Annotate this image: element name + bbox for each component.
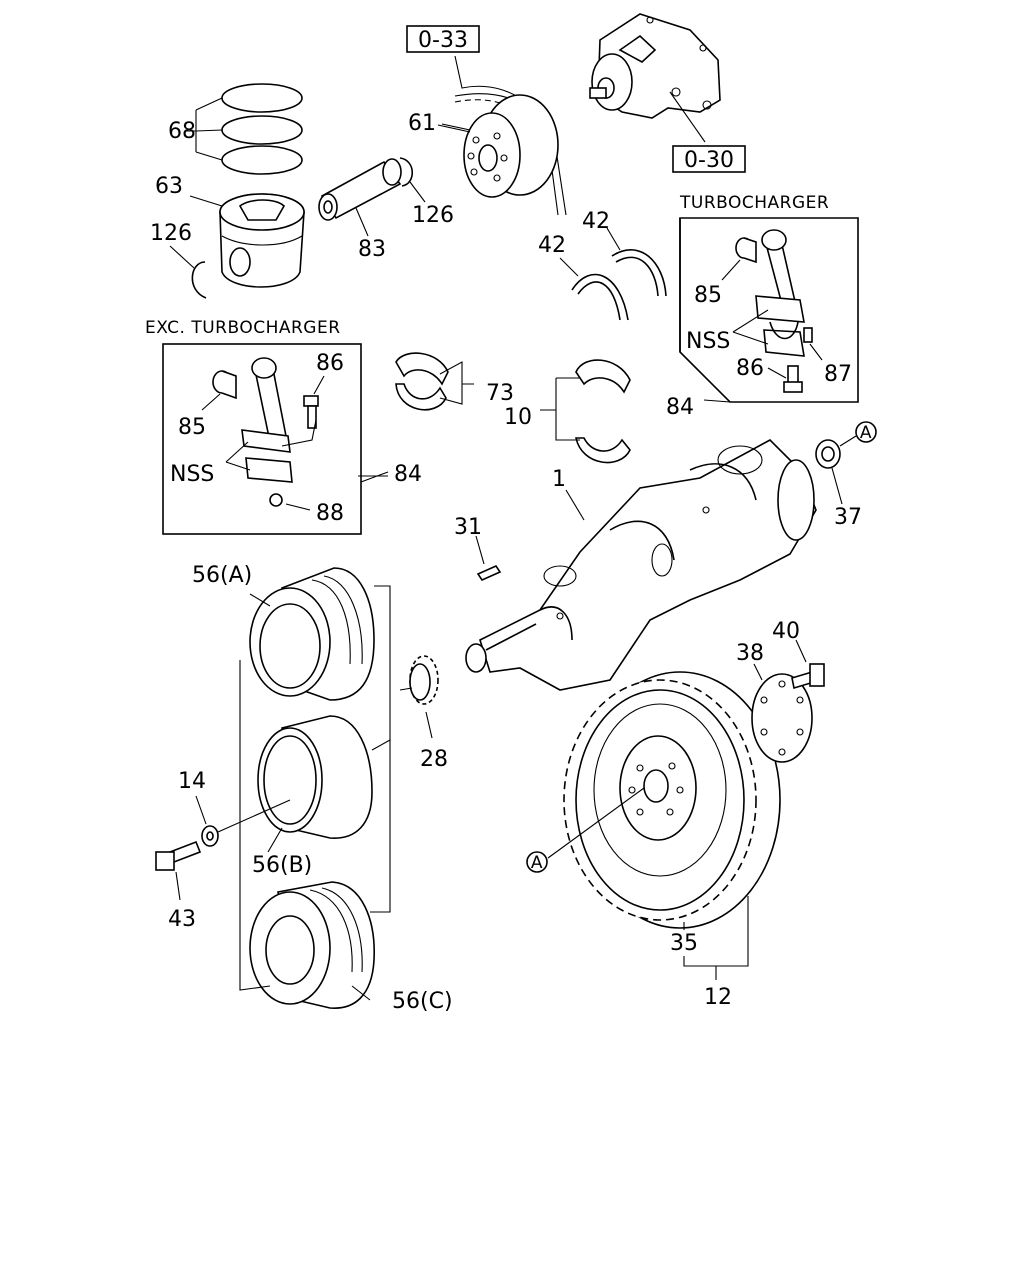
label-35: 35 xyxy=(670,931,698,956)
label-38: 38 xyxy=(736,641,764,666)
ref-label-0-30: 0-30 xyxy=(684,148,734,173)
label-86-exc: 86 xyxy=(316,351,344,376)
plate-38 xyxy=(751,663,813,763)
washer-14 xyxy=(195,795,291,847)
leader-lines xyxy=(249,123,471,1001)
label-85-turbo: 85 xyxy=(694,283,722,308)
label-86-turbo: 86 xyxy=(736,356,764,381)
ref-label-0-33: 0-33 xyxy=(418,28,468,53)
label-42-right: 42 xyxy=(582,209,610,234)
section-turbocharger-title: TURBOCHARGER xyxy=(679,193,829,213)
label-56a: 56(A) xyxy=(192,563,252,588)
crankshaft-1 xyxy=(465,439,817,691)
key-31 xyxy=(475,535,502,582)
label-85-exc: 85 xyxy=(178,415,206,440)
thrust-washer-42b xyxy=(606,227,667,297)
clip-126-right xyxy=(399,157,426,203)
label-84-turbo: 84 xyxy=(666,395,694,420)
label-31: 31 xyxy=(454,515,482,540)
crank-pulley-56b xyxy=(257,715,391,839)
section-exc-turbocharger-title: EXC. TURBOCHARGER xyxy=(145,318,341,338)
crank-pulley-56c xyxy=(249,881,375,1009)
water-pump xyxy=(589,13,721,143)
label-84-exc: 84 xyxy=(394,462,422,487)
thrust-washer-42a xyxy=(559,257,629,321)
label-73: 73 xyxy=(486,381,514,406)
bolt-43 xyxy=(155,840,202,901)
label-83: 83 xyxy=(358,237,386,262)
bolt-40 xyxy=(791,639,825,690)
crank-pulley-56a xyxy=(249,567,391,913)
label-42-left: 42 xyxy=(538,233,566,258)
label-10: 10 xyxy=(504,405,532,430)
circle-a-top: A xyxy=(855,421,877,443)
clip-126-left xyxy=(169,245,207,299)
turbocharger-box xyxy=(679,217,859,403)
bearing-10 xyxy=(540,359,631,464)
ref-box-0-33[interactable]: 0-33 xyxy=(406,25,480,53)
label-126-left: 126 xyxy=(150,221,192,246)
ref-box-0-30[interactable]: 0-30 xyxy=(672,145,746,173)
flywheel-35 xyxy=(547,671,781,980)
label-40: 40 xyxy=(772,619,800,644)
label-28: 28 xyxy=(420,747,448,772)
label-56b: 56(B) xyxy=(252,853,312,878)
label-88: 88 xyxy=(316,501,344,526)
label-68: 68 xyxy=(168,119,196,144)
bearing-73 xyxy=(395,352,474,411)
svg-text:A: A xyxy=(531,853,543,873)
label-56c: 56(C) xyxy=(392,989,453,1014)
pulley-group-bracket xyxy=(239,660,271,991)
pilot-bearing-37 xyxy=(815,435,857,505)
gear-28 xyxy=(399,655,439,739)
label-61: 61 xyxy=(408,111,436,136)
svg-text:A: A xyxy=(860,423,872,443)
label-126-right: 126 xyxy=(412,203,454,228)
label-nss-exc: NSS xyxy=(170,462,214,487)
label-1: 1 xyxy=(552,467,566,492)
label-14: 14 xyxy=(178,769,206,794)
label-87: 87 xyxy=(824,362,852,387)
label-63: 63 xyxy=(155,174,183,199)
exc-turbocharger-box xyxy=(162,343,389,535)
label-12: 12 xyxy=(704,985,732,1010)
label-43: 43 xyxy=(168,907,196,932)
label-nss-turbo: NSS xyxy=(686,329,730,354)
label-37: 37 xyxy=(834,505,862,530)
piston-63 xyxy=(189,193,305,288)
piston-pin-83 xyxy=(318,158,402,237)
piston-rings-68 xyxy=(186,83,303,175)
pulley-61 xyxy=(437,94,559,198)
circle-a-bottom: A xyxy=(526,851,548,873)
